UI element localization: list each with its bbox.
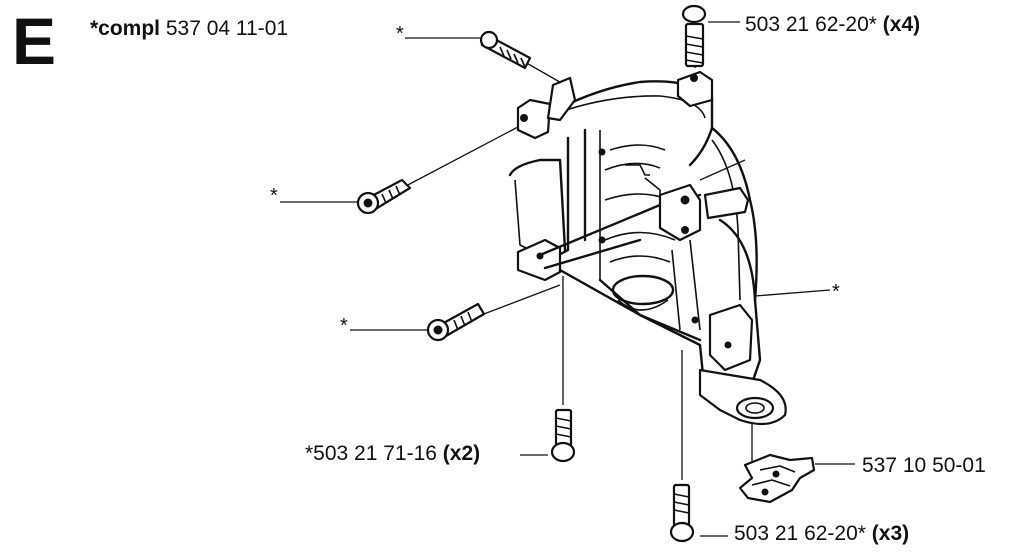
assembly-number: 537 04 11-01 [165,17,289,40]
star-marker: * [396,23,404,45]
star-marker: * [832,281,840,303]
part-number: 503 21 62-20* [745,13,877,36]
part-number: 503 21 62-20* [734,522,866,545]
screw-top-right [681,4,707,68]
cable-clip [738,453,816,504]
screw-top-left [479,30,532,70]
screw-bottom-left [550,408,576,463]
screw-lower-left [426,302,486,342]
part-quantity: (x4) [882,13,921,36]
star-marker: * [270,185,278,207]
label-screw-bottom-right: 503 21 62-20* (x3) [734,523,909,544]
assembly-prefix: *compl [90,17,161,40]
part-quantity: (x2) [442,442,481,465]
star-marker: * [340,315,348,337]
cylinder-housing [508,70,787,426]
screw-bottom-right [669,483,695,543]
section-letter: E [12,4,57,78]
part-quantity: (x3) [871,522,910,545]
label-clip: 537 10 50-01 [862,455,986,476]
label-screw-top-right: 503 21 62-20* (x4) [745,14,920,35]
screw-mid-left [356,178,412,215]
part-number: 537 10 50-01 [862,454,986,477]
assembly-title: *compl 537 04 11-01 [90,18,288,39]
part-number: *503 21 71-16 [305,442,437,465]
label-screw-bottom-left: *503 21 71-16 (x2) [305,443,480,464]
